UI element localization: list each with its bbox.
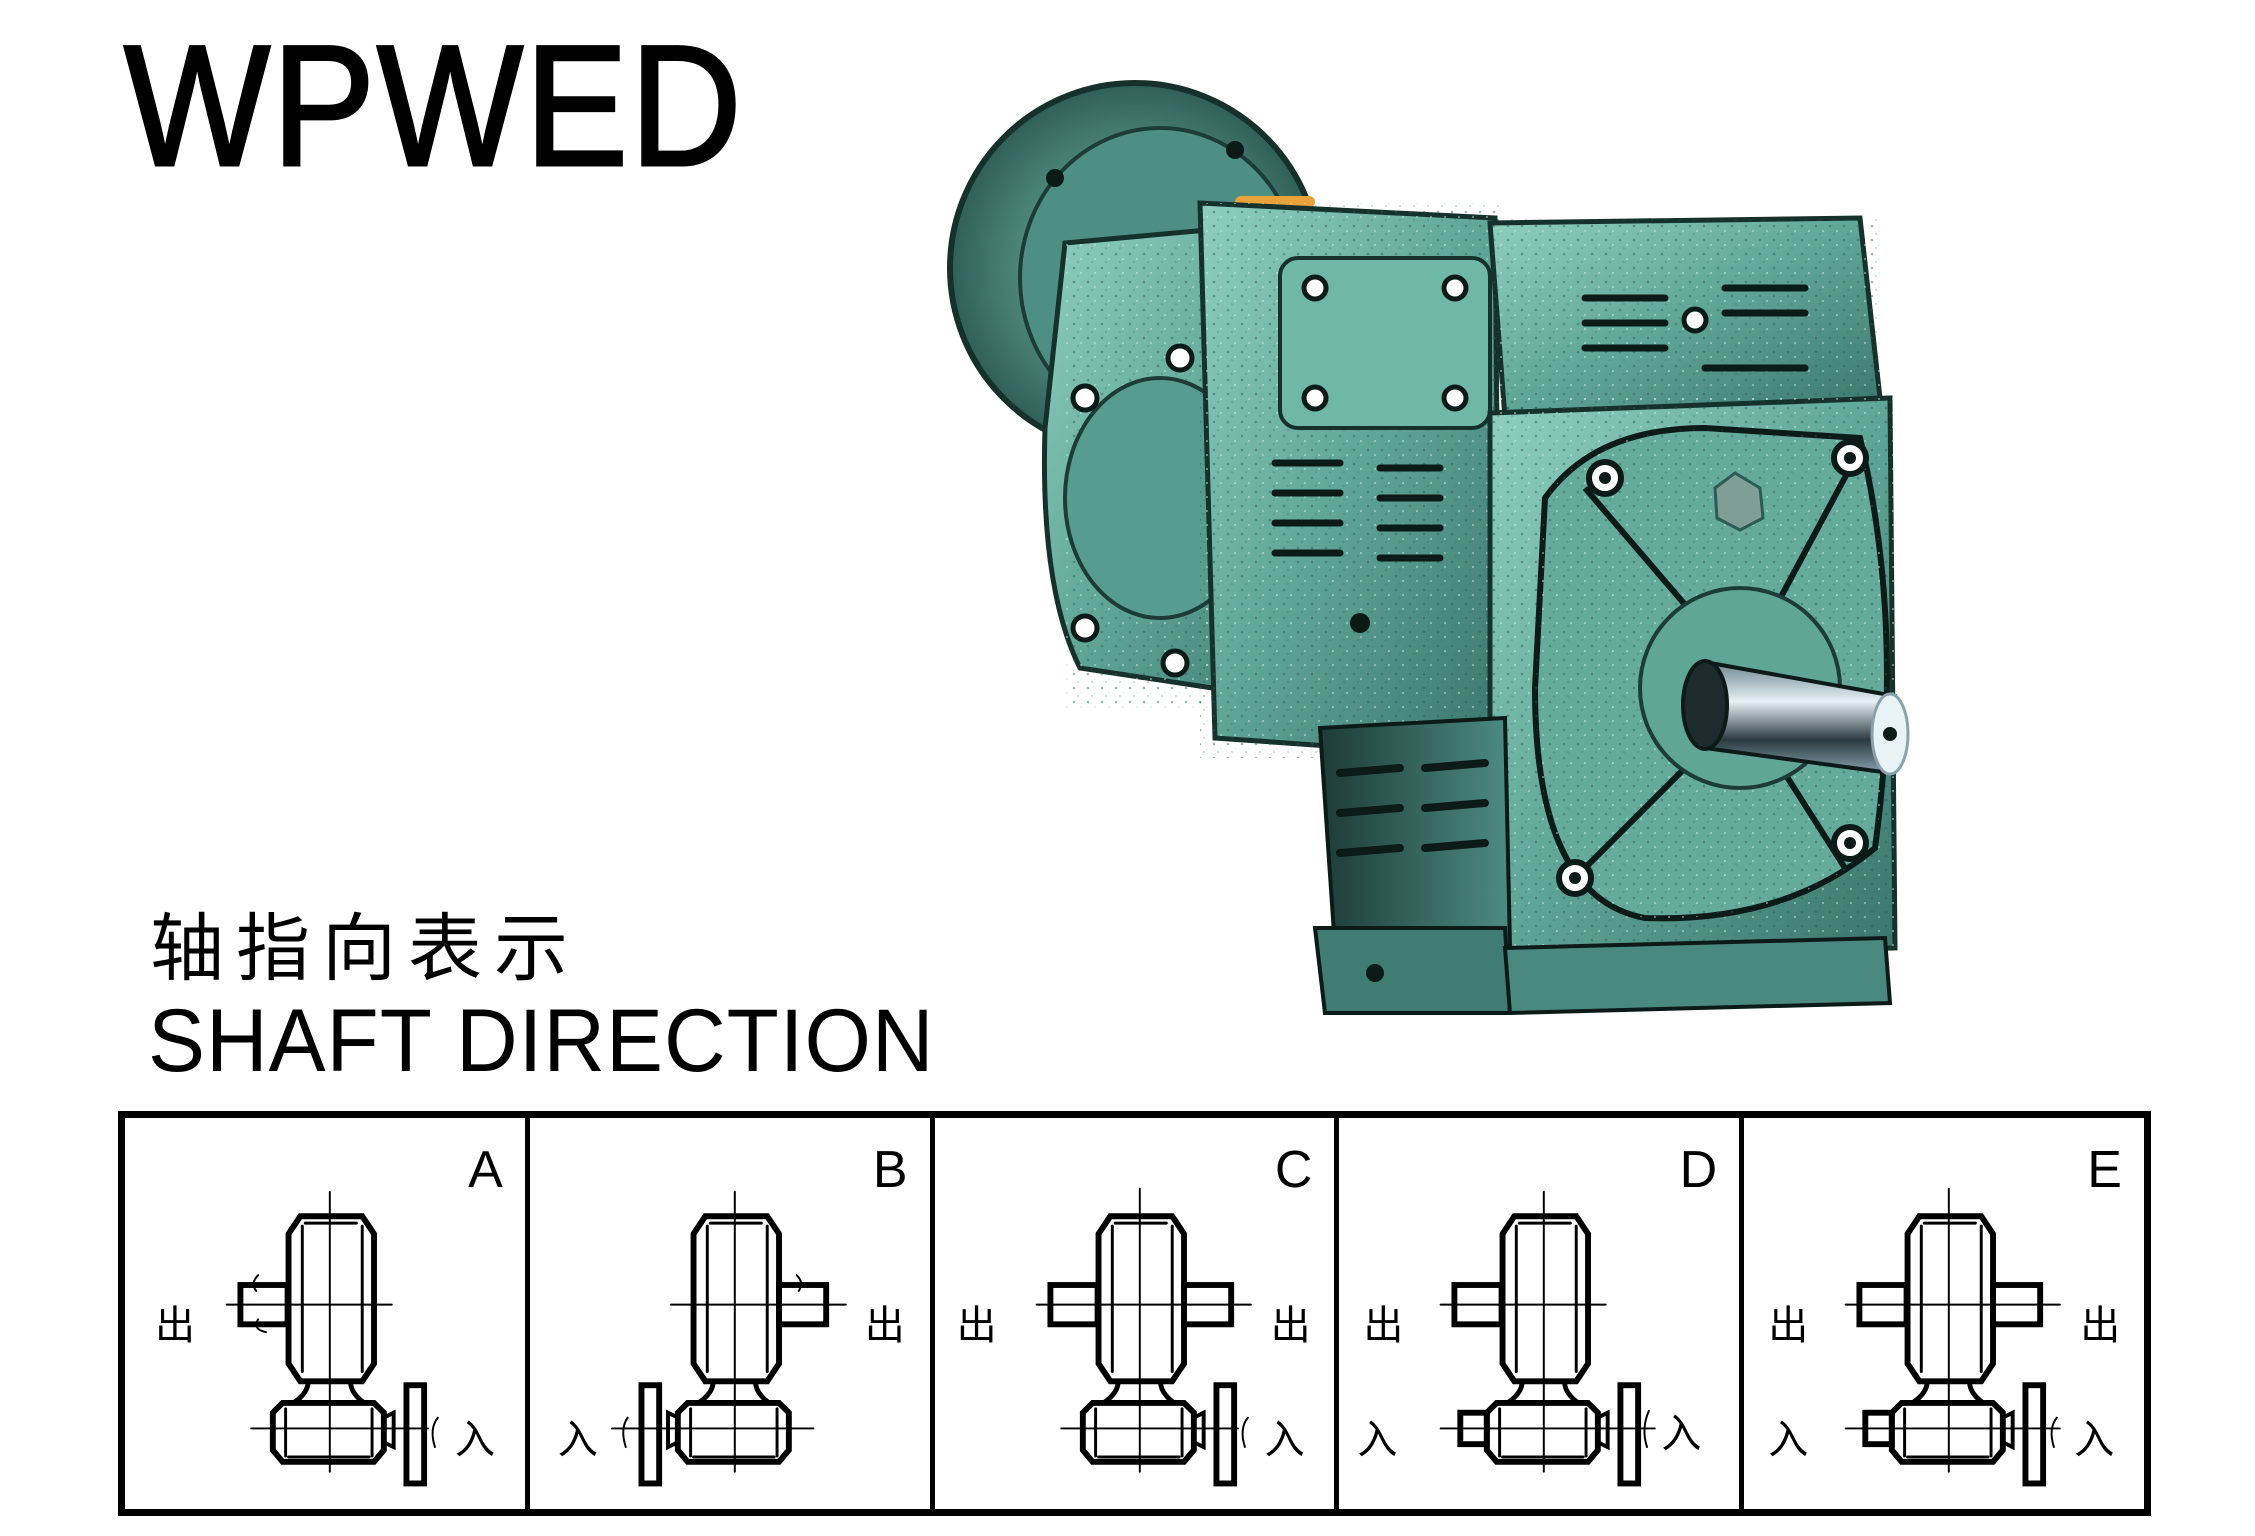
output-label-left: 出 [1768, 1303, 1809, 1349]
product-model-title: WPWED [123, 10, 744, 202]
input-label-left: 入 [1357, 1417, 1398, 1463]
shaft-direction-cell-e: E 出 出 [1744, 1118, 2144, 1509]
shaft-direction-heading-english: SHAFT DIRECTION [148, 990, 935, 1090]
shaft-diagram-e-icon [1844, 1187, 2061, 1487]
input-label-left: 入 [1768, 1417, 1809, 1463]
input-label: 入 [455, 1417, 495, 1463]
output-label: 出 [1363, 1303, 1404, 1349]
input-label-right: 入 [1661, 1411, 1702, 1457]
shaft-direction-table: A 出 入 [118, 1111, 2151, 1516]
shaft-direction-heading-chinese: 轴指向表示 [150, 906, 580, 992]
shaft-direction-cell-c: C 出 出 入 [935, 1118, 1340, 1509]
shaft-diagram-a-icon [225, 1190, 439, 1487]
shaft-direction-cell-d: D 出 入 入 [1339, 1118, 1745, 1509]
cell-label: A [468, 1141, 503, 1199]
shaft-diagram-b-icon [610, 1190, 847, 1487]
input-label: 入 [557, 1417, 598, 1463]
gear-reducer-photo [947, 80, 1910, 1016]
shaft-direction-cell-b: B 出 入 [530, 1118, 935, 1509]
output-label-left: 出 [956, 1303, 997, 1349]
shaft-diagram-d-icon [1440, 1190, 1657, 1487]
cell-label: C [1274, 1141, 1313, 1199]
output-label-right: 出 [1270, 1303, 1311, 1349]
input-label: 入 [1264, 1417, 1305, 1463]
cell-label: B [872, 1141, 908, 1199]
shaft-direction-cell-a: A 出 入 [125, 1118, 530, 1509]
output-label: 出 [155, 1303, 195, 1349]
cell-label: E [2087, 1141, 2122, 1199]
cell-label: D [1679, 1141, 1718, 1199]
input-label-right: 入 [2074, 1417, 2115, 1463]
output-label-right: 出 [2080, 1303, 2121, 1349]
output-label: 出 [864, 1303, 905, 1349]
shaft-diagram-c-icon [1035, 1187, 1252, 1487]
